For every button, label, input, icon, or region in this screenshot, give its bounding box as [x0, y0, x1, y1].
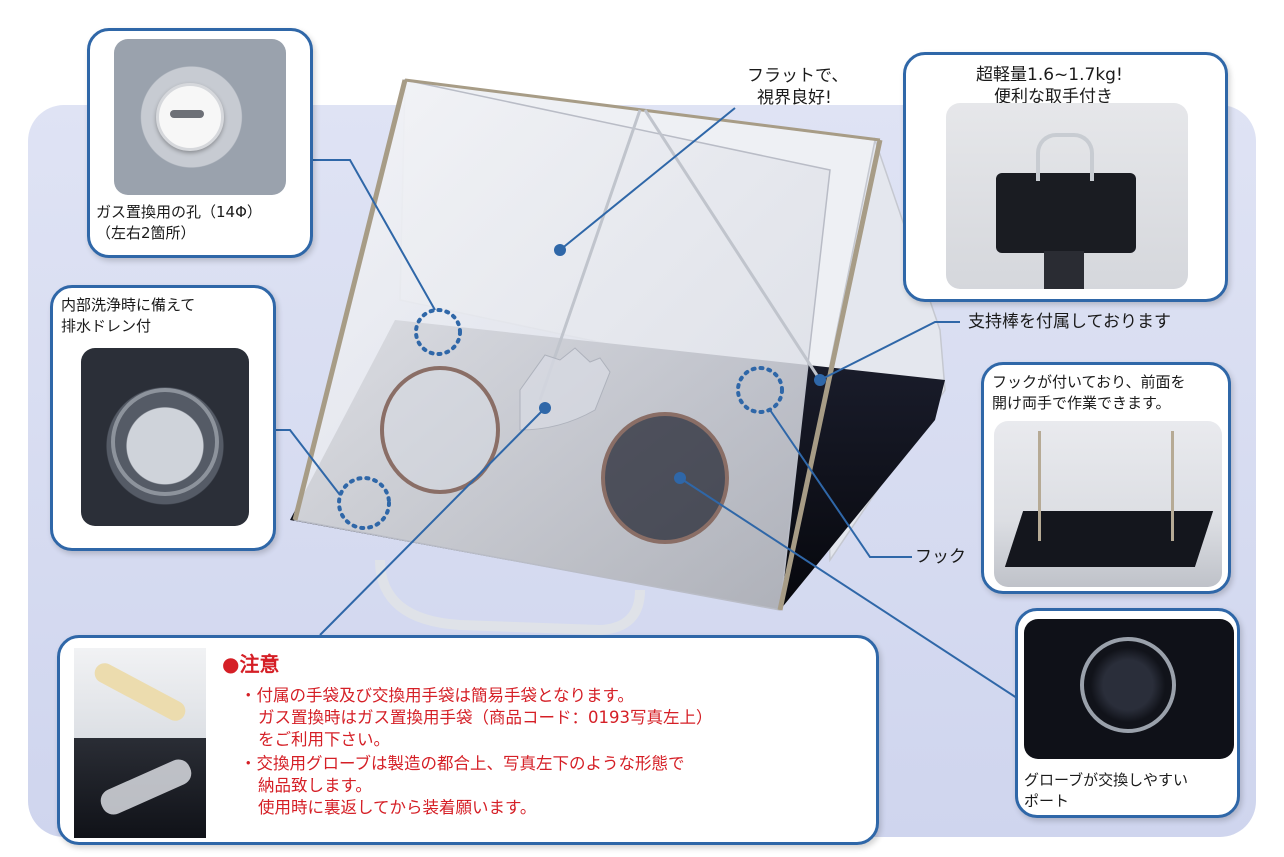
bag-handle-shape — [1036, 133, 1094, 181]
notice-line-6: 使用時に裏返してから装着願います。 — [258, 798, 537, 817]
notice-line-4: ・交換用グローブは製造の都合上、写真左下のような形態で — [240, 754, 685, 773]
bag-shape — [996, 173, 1136, 253]
open-front-frame — [1038, 431, 1174, 541]
gas-port-photo — [114, 39, 286, 195]
port-callout: グローブが交換しやすい ポート — [1015, 608, 1240, 818]
glove-photo-exchange — [74, 738, 206, 838]
hook-open-caption-line1: フックが付いており、前面を — [992, 373, 1186, 391]
support-rod-label: 支持棒を付属しております — [968, 312, 1171, 332]
port-photo — [1024, 619, 1234, 759]
gas-port-caption-line1: ガス置換用の孔（14Φ） — [96, 203, 262, 221]
flat-view-label-line2: 視界良好! — [757, 88, 832, 108]
hook-open-callout: フックが付いており、前面を 開け両手で作業できます。 — [981, 362, 1231, 594]
notice-line-3: をご利用下さい。 — [258, 730, 390, 749]
glove-photo-gas — [74, 648, 206, 740]
weight-caption-line2: 便利な取手付き — [994, 87, 1113, 107]
gas-port-callout: ガス置換用の孔（14Φ） （左右2箇所） — [87, 28, 313, 258]
gas-glove-shape — [91, 659, 189, 725]
weight-caption-line1: 超軽量1.6~1.7kg! — [976, 65, 1123, 85]
notice-line-1: ・付属の手袋及び交換用手袋は簡易手袋となります。 — [240, 686, 634, 705]
gas-port-caption-line2: （左右2箇所） — [96, 224, 196, 242]
weight-callout: 超軽量1.6~1.7kg! 便利な取手付き — [903, 52, 1228, 302]
notice-bullet-icon: ● — [222, 652, 240, 676]
notice-line-2: ガス置換時はガス置換用手袋（商品コード：0193写真左上） — [258, 708, 713, 727]
carrying-photo — [946, 103, 1188, 289]
hook-open-caption-line2: 開け両手で作業できます。 — [992, 394, 1171, 412]
notice-box: ●注意 ・付属の手袋及び交換用手袋は簡易手袋となります。 ガス置換時はガス置換用… — [57, 635, 879, 845]
drain-caption-line1: 内部洗浄時に備えて — [61, 296, 196, 314]
drain-ring-icon — [111, 388, 219, 496]
flat-view-label-line1: フラットで、 — [747, 66, 849, 86]
open-front-photo — [994, 421, 1222, 587]
port-slot-icon — [170, 110, 204, 118]
drain-callout: 内部洗浄時に備えて 排水ドレン付 — [50, 285, 276, 551]
hook-label: フック — [915, 547, 966, 567]
port-ring-icon — [1080, 637, 1176, 733]
port-caption-line2: ポート — [1024, 792, 1070, 810]
exchange-glove-shape — [96, 755, 196, 819]
drain-caption-line2: 排水ドレン付 — [61, 317, 152, 335]
port-caption-line1: グローブが交換しやすい — [1024, 771, 1188, 789]
notice-title-text: 注意 — [239, 652, 280, 676]
notice-line-5: 納品致します。 — [258, 776, 372, 795]
drain-photo — [81, 348, 249, 526]
notice-title: ●注意 — [222, 652, 279, 676]
legs-shape — [1044, 251, 1084, 289]
